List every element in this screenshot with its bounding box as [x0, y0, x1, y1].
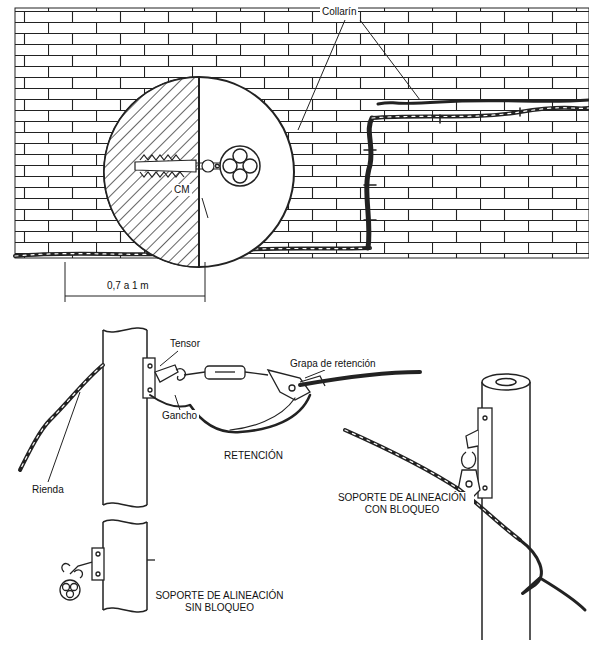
part-label: SOPORTE DE ALINEACIÓN CON BLOQUEO [330, 492, 474, 515]
retention-clamp [268, 370, 325, 400]
part-label: SOPORTE DE ALINEACIÓN SIN BLOQUEO [150, 590, 289, 613]
cable [345, 430, 585, 610]
part-label: Collarín [320, 6, 358, 18]
pole [103, 520, 147, 612]
pole [103, 328, 147, 507]
cable [15, 100, 589, 256]
cable [20, 365, 420, 470]
part-label: Tensor [168, 338, 202, 350]
pole-clamp [143, 358, 185, 398]
part-label: Rienda [30, 484, 66, 496]
part-label: CM [172, 184, 192, 196]
part-label: 0,7 a 1 m [105, 280, 151, 292]
leader-line [298, 20, 420, 130]
alignment-support [458, 408, 492, 500]
wall-plug [135, 155, 222, 177]
cable-section [216, 146, 261, 186]
leader-line [48, 351, 325, 482]
part-label: Gancho [160, 410, 199, 422]
brick-wall [15, 8, 589, 258]
dimension-line [65, 262, 205, 302]
detail-circle [104, 77, 294, 267]
part-label: Grapa de retención [288, 358, 378, 370]
part-label: RETENCIÓN [222, 450, 285, 462]
tensor [184, 366, 268, 379]
alignment-support [60, 548, 155, 600]
